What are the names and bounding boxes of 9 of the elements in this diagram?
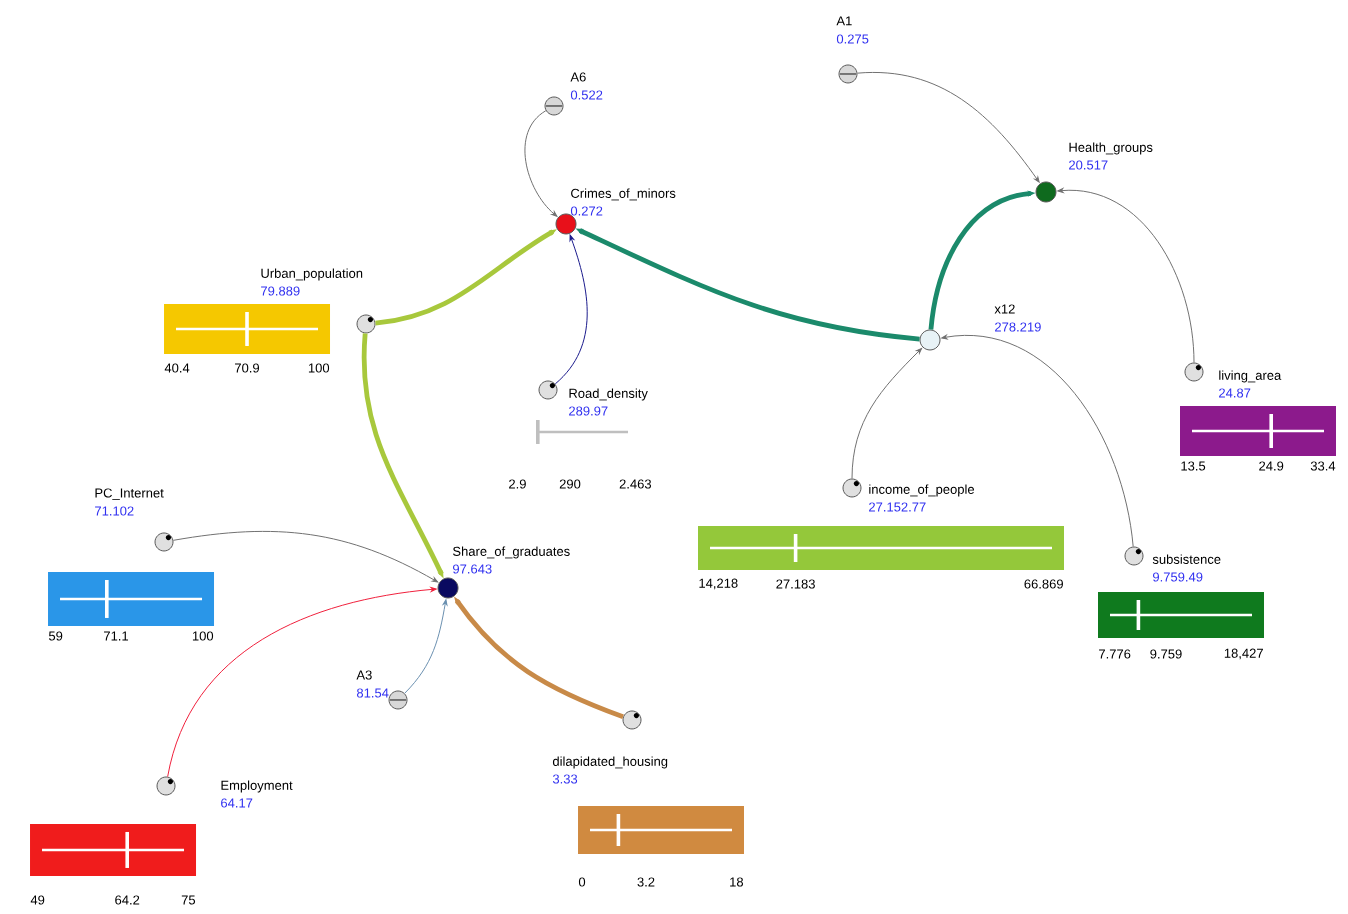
arrow [941,334,1134,547]
arrow [524,110,558,217]
arrow [172,530,439,583]
arrow [856,72,1040,183]
arrow [1057,188,1195,363]
arrow [554,234,588,385]
arrow [404,599,448,694]
arrow [851,347,923,479]
arrow [167,587,437,778]
